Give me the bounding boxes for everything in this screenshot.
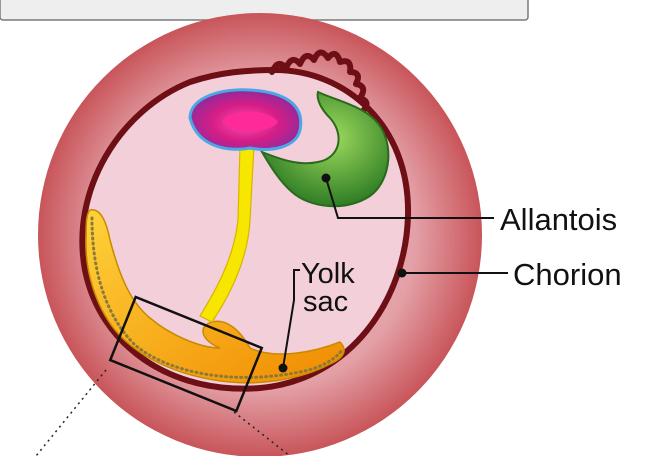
yolk-sac-label-line2: sac (303, 286, 348, 318)
allantois-label: Allantois (500, 202, 617, 237)
chorion-label: Chorion (513, 257, 622, 292)
